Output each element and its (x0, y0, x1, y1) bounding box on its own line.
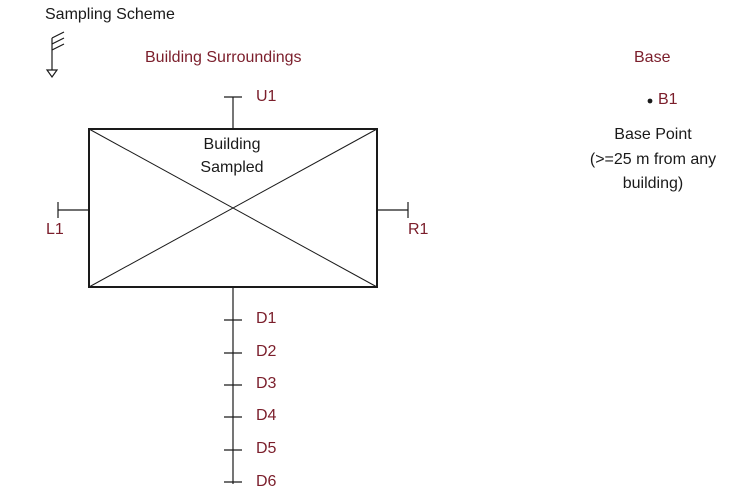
base-point-desc-line1: Base Point (614, 126, 692, 143)
label-d1: D1 (256, 310, 277, 327)
base-point-desc-line2: (>=25 m from any (589, 151, 717, 168)
label-d5: D5 (256, 440, 277, 457)
building-label-line1: Building (203, 136, 261, 153)
label-d3: D3 (256, 375, 277, 392)
label-d2: D2 (256, 343, 277, 360)
down-transect-ticks (224, 319, 242, 483)
label-d6: D6 (256, 473, 277, 490)
label-d4: D4 (256, 407, 277, 424)
label-r1: R1 (408, 221, 429, 238)
building-diagonal-2 (88, 128, 378, 288)
surroundings-heading: Building Surroundings (145, 49, 302, 66)
diagram-title: Sampling Scheme (45, 6, 175, 23)
north-arrow-icon (45, 31, 65, 79)
label-u1: U1 (256, 88, 277, 105)
label-l1: L1 (46, 221, 64, 238)
base-point-desc-line3: building) (622, 175, 684, 192)
base-heading: Base (634, 49, 671, 66)
label-b1: B1 (658, 91, 678, 108)
base-point-marker (647, 98, 653, 104)
building-label-line2: Sampled (200, 159, 264, 176)
